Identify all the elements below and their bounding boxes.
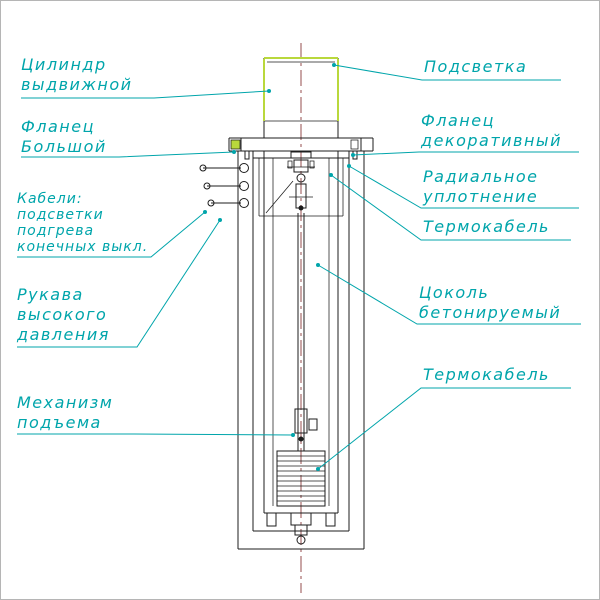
label-text-line: Фланец	[421, 111, 495, 130]
label-decorative-flange: Фланец декоративный	[421, 111, 562, 151]
label-text-line: Термокабель	[423, 217, 550, 236]
radial-seal-detail	[350, 139, 359, 150]
top-valve-assembly	[265, 151, 315, 214]
label-text-line: Кабели:	[17, 191, 83, 207]
label-text-line: высокого	[17, 305, 108, 324]
label-high-pressure-hoses: Рукава высокого давления	[17, 285, 110, 345]
label-text-line: Термокабель	[423, 365, 550, 384]
label-text-line: Большой	[21, 137, 107, 156]
label-thermo-cable-lower: Термокабель	[423, 365, 550, 385]
label-text-line: подъема	[17, 413, 102, 432]
label-lighting: Подсветка	[424, 57, 527, 77]
label-cables: Кабели: подсветки подгрева конечных выкл…	[17, 191, 148, 255]
label-thermo-cable-upper: Термокабель	[423, 217, 550, 237]
flange-section-mark	[230, 139, 241, 150]
label-text-line: Цоколь	[419, 283, 490, 302]
label-text-line: Рукава	[17, 285, 84, 304]
label-text-line: выдвижной	[21, 75, 133, 94]
label-big-flange: Фланец Большой	[21, 117, 107, 157]
spring-stack	[276, 450, 326, 507]
illuminated-ring	[263, 57, 339, 121]
label-text-line: подсветки	[17, 207, 104, 223]
label-text-line: Цилиндр	[21, 55, 107, 74]
big-flange	[228, 137, 374, 160]
label-text-line: уплотнение	[423, 187, 539, 206]
label-text-line: Механизм	[17, 393, 114, 412]
label-text-line: подгрева	[17, 223, 95, 239]
label-text-line: Фланец	[21, 117, 95, 136]
label-text-line: конечных выкл.	[17, 239, 149, 255]
retractable-cylinder	[263, 57, 339, 138]
label-text-line: бетонируемый	[419, 303, 562, 322]
label-text-line: давления	[17, 325, 110, 344]
leader-lines	[17, 63, 581, 471]
lifting-mechanism	[294, 408, 318, 442]
piston-rod	[297, 213, 305, 451]
label-concrete-base: Цоколь бетонируемый	[419, 283, 561, 323]
bottom-assembly	[266, 512, 336, 545]
label-radial-seal: Радиальное уплотнение	[423, 167, 538, 207]
label-text-line: декоративный	[421, 131, 562, 150]
cable-pins	[199, 163, 249, 208]
label-text-line: Радиальное	[423, 167, 539, 186]
label-retractable-cylinder: Цилиндр выдвижной	[21, 55, 133, 95]
label-text-line: Подсветка	[424, 57, 528, 76]
label-lifting-mechanism: Механизм подъема	[17, 393, 113, 433]
